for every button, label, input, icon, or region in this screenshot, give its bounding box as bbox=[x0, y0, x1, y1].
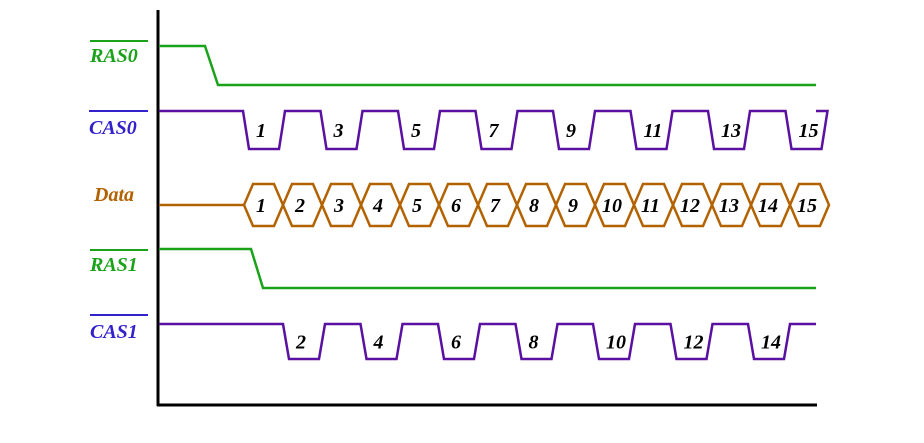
data-word-number: 10 bbox=[602, 195, 622, 217]
cas1-line bbox=[159, 322, 816, 361]
data-word-number: 13 bbox=[719, 195, 739, 217]
data-word-number: 4 bbox=[372, 195, 383, 217]
ras1-waveform bbox=[159, 247, 816, 290]
data-word-number: 3 bbox=[333, 195, 344, 217]
data-label: Data bbox=[93, 184, 134, 206]
cas0-number: 7 bbox=[489, 120, 500, 142]
cas1-number: 4 bbox=[373, 332, 384, 354]
data-word-number: 1 bbox=[256, 195, 266, 217]
cas0-label: CAS0 bbox=[89, 117, 137, 139]
ras0-label: RAS0 bbox=[89, 45, 138, 67]
cas1-number: 6 bbox=[451, 332, 461, 354]
data-word-number: 11 bbox=[641, 195, 660, 217]
ras0-waveform bbox=[159, 44, 816, 87]
cas1-number: 14 bbox=[761, 332, 781, 354]
data-word-number: 7 bbox=[490, 195, 501, 217]
data-word-number: 2 bbox=[294, 195, 305, 217]
cas0-number: 5 bbox=[411, 120, 421, 142]
data-word-number: 5 bbox=[412, 195, 422, 217]
cas0-number: 11 bbox=[644, 120, 663, 142]
cas1-number: 10 bbox=[606, 332, 626, 354]
data-word-cell bbox=[788, 182, 831, 228]
cas1-number: 2 bbox=[295, 332, 306, 354]
data-word-number: 9 bbox=[568, 195, 578, 217]
cas0-number: 3 bbox=[333, 120, 344, 142]
cas1-waveform bbox=[159, 322, 816, 361]
data-word-number: 8 bbox=[529, 195, 539, 217]
cas0-number: 15 bbox=[799, 120, 819, 142]
data-waveform bbox=[159, 182, 831, 228]
cas0-line bbox=[159, 109, 829, 151]
cas0-number: 1 bbox=[256, 120, 266, 142]
data-word-number: 6 bbox=[451, 195, 461, 217]
cas0-waveform bbox=[159, 109, 829, 151]
cas0-number: 9 bbox=[566, 120, 576, 142]
data-word-number: 14 bbox=[758, 195, 778, 217]
cas1-label: CAS1 bbox=[90, 321, 138, 343]
data-word-number: 12 bbox=[680, 195, 700, 217]
data-word-number: 15 bbox=[797, 195, 817, 217]
cas1-number: 8 bbox=[529, 332, 539, 354]
cas0-number: 13 bbox=[721, 120, 741, 142]
ras1-label: RAS1 bbox=[89, 254, 138, 276]
cas1-number: 12 bbox=[684, 332, 704, 354]
cas1-access-numbers: 2 4 6 8 10 12 14 bbox=[295, 332, 781, 354]
